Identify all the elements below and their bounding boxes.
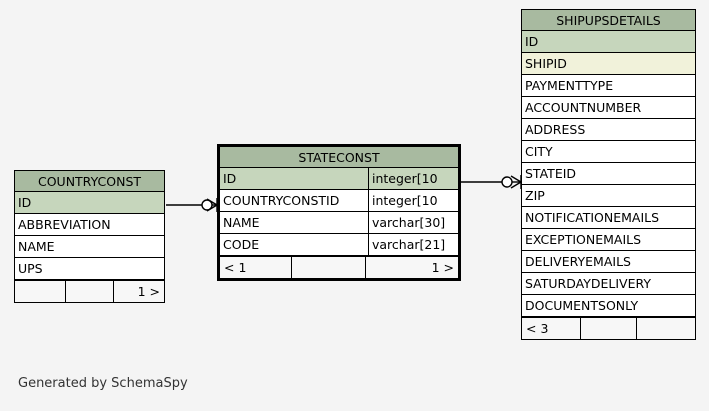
column-type: integer[10 bbox=[368, 168, 458, 189]
table-title-shipupsdetails: SHIPUPSDETAILS bbox=[522, 10, 695, 31]
column-type: integer[10 bbox=[368, 190, 458, 211]
column-name: PAYMENTTYPE bbox=[525, 78, 614, 93]
footer-middle-count bbox=[66, 281, 114, 302]
column-name: UPS bbox=[18, 261, 43, 276]
table-row[interactable]: NAME varchar[30] bbox=[220, 212, 458, 234]
table-row[interactable]: ZIP bbox=[522, 185, 695, 207]
column-name: ABBREVIATION bbox=[18, 217, 111, 232]
table-row[interactable]: ID bbox=[522, 31, 695, 53]
column-name: ID bbox=[18, 195, 32, 210]
table-row[interactable]: DOCUMENTSONLY bbox=[522, 295, 695, 317]
table-row[interactable]: ACCOUNTNUMBER bbox=[522, 97, 695, 119]
column-name: SATURDAYDELIVERY bbox=[525, 276, 651, 291]
relationship-stateconst-shipupsdetails bbox=[461, 175, 522, 189]
table-row[interactable]: ID integer[10 bbox=[220, 168, 458, 190]
footer-right-count: 1 > bbox=[137, 284, 160, 299]
column-name: EXCEPTIONEMAILS bbox=[525, 232, 642, 247]
table-footer-shipupsdetails: < 3 bbox=[522, 317, 695, 339]
column-name: ACCOUNTNUMBER bbox=[525, 100, 642, 115]
relationship-countryconst-stateconst bbox=[166, 198, 218, 212]
table-footer-countryconst: 1 > bbox=[15, 280, 164, 302]
column-type: varchar[21] bbox=[368, 234, 458, 255]
column-type: varchar[30] bbox=[368, 212, 458, 233]
footer-right-count bbox=[637, 318, 695, 339]
table-row[interactable]: SHIPID bbox=[522, 53, 695, 75]
table-countryconst[interactable]: COUNTRYCONST ID ABBREVIATION NAME UPS 1 … bbox=[14, 170, 165, 303]
table-row[interactable]: ID bbox=[15, 192, 164, 214]
table-row[interactable]: SATURDAYDELIVERY bbox=[522, 273, 695, 295]
table-row[interactable]: STATEID bbox=[522, 163, 695, 185]
column-name: STATEID bbox=[525, 166, 577, 181]
table-row[interactable]: EXCEPTIONEMAILS bbox=[522, 229, 695, 251]
column-name: CODE bbox=[223, 237, 260, 252]
table-title-countryconst: COUNTRYCONST bbox=[15, 171, 164, 192]
column-name: ID bbox=[525, 34, 539, 49]
column-name: SHIPID bbox=[525, 56, 567, 71]
table-shipupsdetails[interactable]: SHIPUPSDETAILS ID SHIPID PAYMENTTYPE ACC… bbox=[521, 9, 696, 340]
column-name: ADDRESS bbox=[525, 122, 586, 137]
column-name: DELIVERYEMAILS bbox=[525, 254, 631, 269]
table-row[interactable]: CITY bbox=[522, 141, 695, 163]
column-name: NAME bbox=[18, 239, 55, 254]
footer-left-count bbox=[15, 281, 67, 302]
generated-by-caption: Generated by SchemaSpy bbox=[18, 376, 188, 391]
column-name: ID bbox=[223, 171, 237, 186]
column-name: CITY bbox=[525, 144, 553, 159]
column-name: DOCUMENTSONLY bbox=[525, 298, 639, 313]
table-row[interactable]: UPS bbox=[15, 258, 164, 280]
table-stateconst[interactable]: STATECONST ID integer[10 COUNTRYCONSTID … bbox=[217, 144, 461, 281]
footer-right-count: 1 > bbox=[431, 260, 454, 275]
table-row[interactable]: NAME bbox=[15, 236, 164, 258]
table-title-stateconst: STATECONST bbox=[220, 147, 458, 168]
table-row[interactable]: NOTIFICATIONEMAILS bbox=[522, 207, 695, 229]
footer-middle-count bbox=[581, 318, 637, 339]
footer-middle-count bbox=[292, 257, 366, 278]
column-name: NOTIFICATIONEMAILS bbox=[525, 210, 660, 225]
column-name: ZIP bbox=[525, 188, 545, 203]
column-name: COUNTRYCONSTID bbox=[223, 193, 340, 208]
table-footer-stateconst: < 1 1 > bbox=[220, 256, 458, 278]
table-row[interactable]: ADDRESS bbox=[522, 119, 695, 141]
column-name: NAME bbox=[223, 215, 260, 230]
footer-left-count: < 1 bbox=[220, 257, 292, 278]
table-row[interactable]: DELIVERYEMAILS bbox=[522, 251, 695, 273]
table-row[interactable]: COUNTRYCONSTID integer[10 bbox=[220, 190, 458, 212]
footer-left-count: < 3 bbox=[522, 318, 582, 339]
table-row[interactable]: PAYMENTTYPE bbox=[522, 75, 695, 97]
table-row[interactable]: ABBREVIATION bbox=[15, 214, 164, 236]
table-row[interactable]: CODE varchar[21] bbox=[220, 234, 458, 256]
